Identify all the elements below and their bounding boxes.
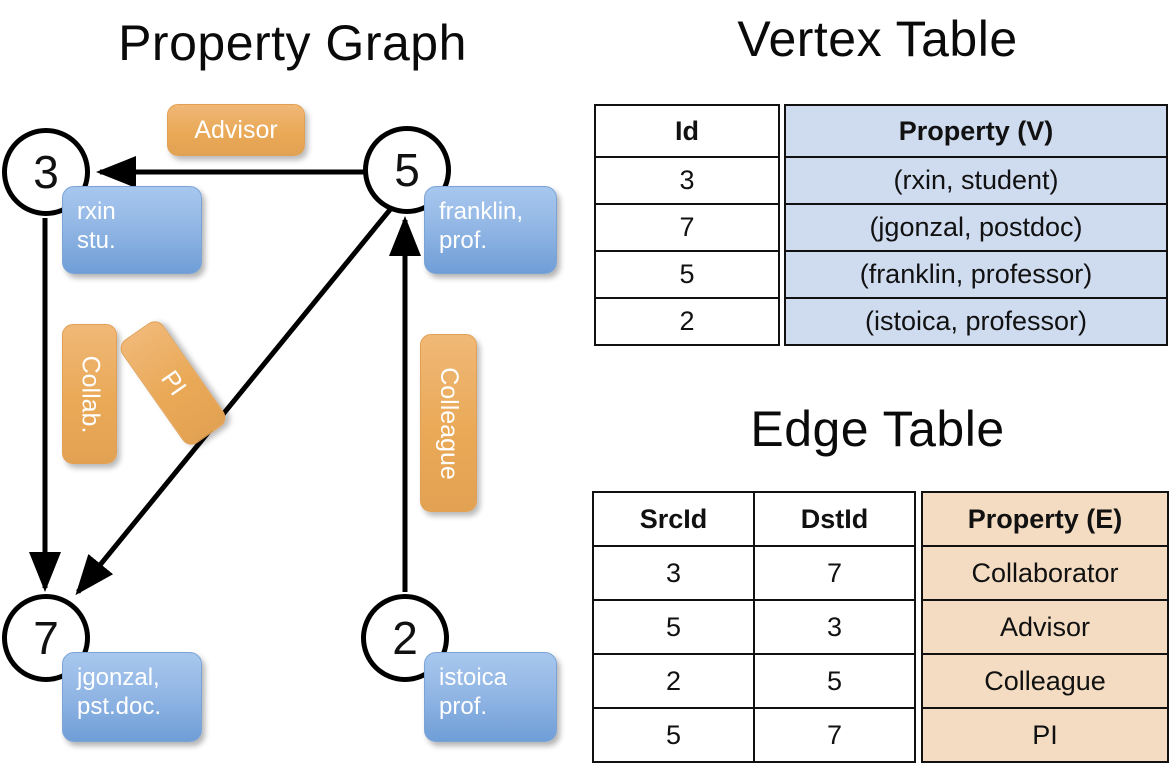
node-property-5-line1: franklin, (439, 198, 524, 225)
table-row[interactable]: (istoica, professor) (784, 297, 1168, 346)
node-property-7-line2: pst.doc. (77, 693, 162, 721)
edge-dst-cell: 7 (753, 545, 916, 601)
table-row[interactable]: 5 (594, 250, 780, 299)
graph-node-3-id: 3 (33, 146, 59, 198)
page-title-edge-table: Edge Table (750, 401, 1005, 457)
edge-src-cell: 5 (592, 707, 755, 763)
node-property-7-line1: jgonzal, (77, 664, 160, 691)
edge-table-src-dst-columns: SrcId DstId 3 7 5 3 2 5 5 7 (592, 491, 916, 763)
graph-node-5-id: 5 (394, 144, 420, 196)
node-property-3-line2: stu. (77, 227, 116, 255)
node-property-5-line2: prof. (439, 227, 488, 255)
node-property-7[interactable]: jgonzal, pst.doc. (62, 652, 202, 742)
edge-src-cell: 2 (592, 653, 755, 709)
edge-property-cell: Colleague (921, 653, 1169, 709)
vertex-table-property-column: Property (V) (rxin, student) (jgonzal, p… (784, 104, 1168, 346)
edge-table-header-dstid: DstId (753, 491, 916, 547)
vertex-id-cell: 5 (594, 250, 780, 299)
table-header-row: Id (594, 104, 780, 158)
vertex-property-cell: (franklin, professor) (784, 250, 1168, 299)
edge-label-pi-text: PI (155, 365, 192, 401)
node-property-5[interactable]: franklin, prof. (424, 186, 557, 274)
table-row[interactable]: (rxin, student) (784, 156, 1168, 205)
edge-property-cell: Collaborator (921, 545, 1169, 601)
table-row[interactable]: (jgonzal, postdoc) (784, 203, 1168, 252)
edge-label-collab-text: Collab. (76, 355, 105, 433)
edge-property-cell: Advisor (921, 599, 1169, 655)
graph-node-7-id: 7 (33, 612, 59, 664)
page-title-property-graph: Property Graph (118, 15, 467, 71)
edge-dst-cell: 5 (753, 653, 916, 709)
edge-label-advisor[interactable]: Advisor (167, 104, 305, 156)
table-header-row: Property (E) (921, 491, 1169, 547)
page-title-vertex-table: Vertex Table (737, 11, 1018, 67)
table-row[interactable]: Advisor (921, 599, 1169, 655)
edge-src-cell: 5 (592, 599, 755, 655)
edge-label-colleague[interactable]: Colleague (420, 334, 477, 512)
edge-dst-cell: 7 (753, 707, 916, 763)
vertex-id-cell: 7 (594, 203, 780, 252)
graph-node-5[interactable]: 5 (363, 126, 451, 214)
node-property-3[interactable]: rxin stu. (62, 186, 202, 274)
vertex-table-id-column: Id 3 7 5 2 (594, 104, 780, 346)
table-row[interactable]: 2 5 (592, 653, 916, 709)
edge-table-header-property: Property (E) (921, 491, 1169, 547)
edge-5-to-7 (75, 204, 395, 596)
table-row[interactable]: 2 (594, 297, 780, 346)
table-row[interactable]: 3 (594, 156, 780, 205)
edge-label-advisor-text: Advisor (194, 115, 278, 144)
edge-table-header-srcid: SrcId (592, 491, 755, 547)
vertex-table-header-property: Property (V) (784, 104, 1168, 158)
table-row[interactable]: Collaborator (921, 545, 1169, 601)
table-header-row: SrcId DstId (592, 491, 916, 547)
node-property-3-line1: rxin (77, 198, 116, 225)
table-row[interactable]: Colleague (921, 653, 1169, 709)
table-row[interactable]: 7 (594, 203, 780, 252)
vertex-property-cell: (rxin, student) (784, 156, 1168, 205)
vertex-property-cell: (istoica, professor) (784, 297, 1168, 346)
edge-table-property-column: Property (E) Collaborator Advisor Collea… (921, 491, 1169, 763)
edge-dst-cell: 3 (753, 599, 916, 655)
table-row[interactable]: 3 7 (592, 545, 916, 601)
graph-node-2-id: 2 (392, 612, 418, 664)
property-graph-diagram: Advisor Collab. PI Colleague 3 5 7 2 rxi… (0, 0, 585, 760)
edge-label-colleague-text: Colleague (435, 366, 463, 480)
table-row[interactable]: 5 3 (592, 599, 916, 655)
vertex-property-cell: (jgonzal, postdoc) (784, 203, 1168, 252)
table-row[interactable]: 5 7 (592, 707, 916, 763)
node-property-2[interactable]: istoica prof. (424, 652, 557, 742)
table-row[interactable]: PI (921, 707, 1169, 763)
graph-node-2[interactable]: 2 (361, 594, 449, 682)
table-header-row: Property (V) (784, 104, 1168, 158)
node-property-2-line2: prof. (439, 693, 488, 721)
graph-edge-arrows (29, 156, 421, 596)
vertex-id-cell: 2 (594, 297, 780, 346)
node-property-2-line1: istoica (439, 664, 508, 691)
edge-src-cell: 3 (592, 545, 755, 601)
edge-label-collab[interactable]: Collab. (62, 324, 117, 464)
vertex-id-cell: 3 (594, 156, 780, 205)
edge-property-cell: PI (921, 707, 1169, 763)
table-row[interactable]: (franklin, professor) (784, 250, 1168, 299)
vertex-table-header-id: Id (594, 104, 780, 158)
